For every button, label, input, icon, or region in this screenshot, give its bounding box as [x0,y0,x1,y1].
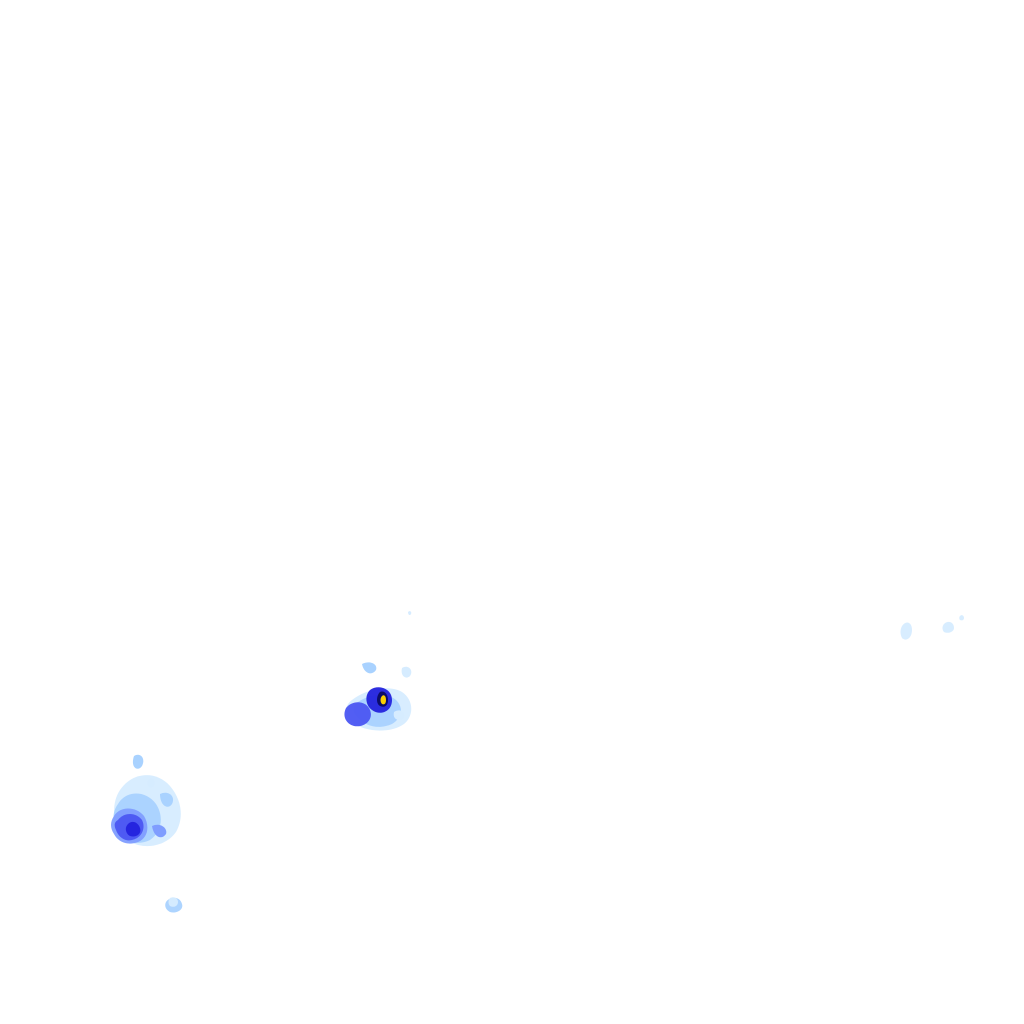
echo-very-light [900,622,912,640]
echo-speckle [408,611,412,616]
echo-very-light [942,621,954,633]
echo-very-light [168,897,178,907]
echo-cluster-central [344,611,412,731]
echo-strong [344,702,371,727]
echo-very-light [959,615,964,621]
echo-cluster-east [900,615,964,640]
echo-speckle [152,824,167,838]
echo-speckle [160,792,174,807]
echo-speckle [147,778,155,788]
echo-speckle [132,754,144,769]
echo-speckle [362,662,377,674]
echo-heavy [125,821,141,837]
echo-speckle [393,710,405,720]
echo-speckle [401,666,412,678]
echo-core [380,695,386,705]
echo-cluster-southwest [111,754,181,847]
echo-cluster-small-south [165,897,183,913]
